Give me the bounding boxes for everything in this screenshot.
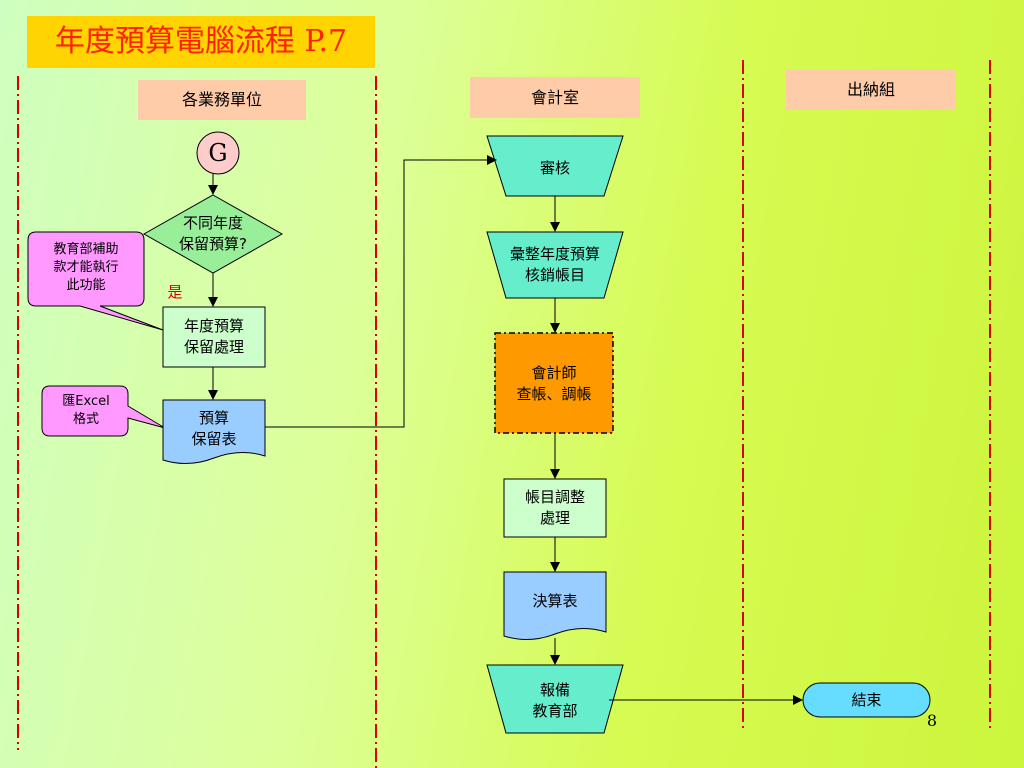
report-line2: 教育部	[532, 702, 578, 720]
callout-moe-line1: 教育部補助	[53, 242, 119, 257]
accountant-check-line2: 查帳、調帳	[516, 385, 592, 403]
accountant-check-box	[494, 332, 614, 434]
end-terminator	[802, 682, 931, 718]
yes-label: 是	[167, 282, 183, 301]
consolidate-label: 彙整年度預算 核銷帳目	[490, 242, 620, 288]
adjust-box	[503, 478, 607, 538]
process-retain-line1: 年度預算	[183, 317, 244, 335]
arrow-doc-to-review	[265, 155, 497, 428]
consolidate-trapezoid	[486, 231, 624, 299]
doc-budget-shape	[162, 399, 266, 464]
page-number: 8	[926, 710, 938, 730]
report-trapezoid	[486, 664, 624, 734]
callout-moe-line2: 款才能執行	[53, 260, 119, 275]
connector-g	[196, 131, 240, 175]
lane-header-business-units: 各業務單位	[138, 80, 306, 120]
doc-budget-line2: 保留表	[191, 430, 237, 448]
callout-excel-text: 匯Excel 格式	[44, 393, 128, 429]
review-trapezoid	[486, 135, 624, 197]
doc-budget-label: 預算 保留表	[163, 404, 265, 454]
lane-header-cashier: 出納組	[786, 69, 956, 110]
consolidate-line1: 彙整年度預算	[509, 245, 600, 263]
decision-line2: 保留預算?	[179, 235, 247, 253]
callout-excel-line1: 匯Excel	[62, 394, 110, 409]
lane-header-accounting: 會計室	[470, 77, 640, 118]
callout-moe-shape	[27, 231, 164, 331]
process-retain-line2: 保留處理	[183, 338, 244, 356]
connector-g-label: G	[208, 138, 228, 167]
adjust-line2: 處理	[539, 509, 570, 527]
page-title: 年度預算電腦流程 P.7	[27, 16, 375, 68]
report-label: 報備 教育部	[506, 678, 604, 724]
process-retain-label: 年度預算 保留處理	[163, 307, 265, 367]
process-retain-box	[162, 306, 266, 368]
adjust-line1: 帳目調整	[524, 488, 585, 506]
final-statement-label: 決算表	[532, 591, 578, 610]
review-label: 審核	[539, 158, 570, 177]
end-label: 結束	[851, 690, 882, 709]
consolidate-line2: 核銷帳目	[524, 266, 585, 284]
callout-excel-line2: 格式	[72, 412, 99, 427]
accountant-check-line1: 會計師	[531, 364, 577, 382]
accountant-check-label: 會計師 查帳、調帳	[495, 360, 613, 408]
callout-moe-text: 教育部補助 款才能執行 此功能	[30, 241, 142, 295]
final-statement-shape	[503, 571, 607, 640]
callout-moe-line3: 此功能	[66, 278, 106, 293]
adjust-label: 帳目調整 處理	[504, 485, 606, 531]
callout-excel-shape	[41, 385, 166, 437]
decision-line1: 不同年度	[182, 214, 243, 232]
decision-label: 不同年度 保留預算?	[150, 212, 276, 256]
doc-budget-line1: 預算	[198, 409, 229, 427]
report-line1: 報備	[539, 681, 570, 699]
